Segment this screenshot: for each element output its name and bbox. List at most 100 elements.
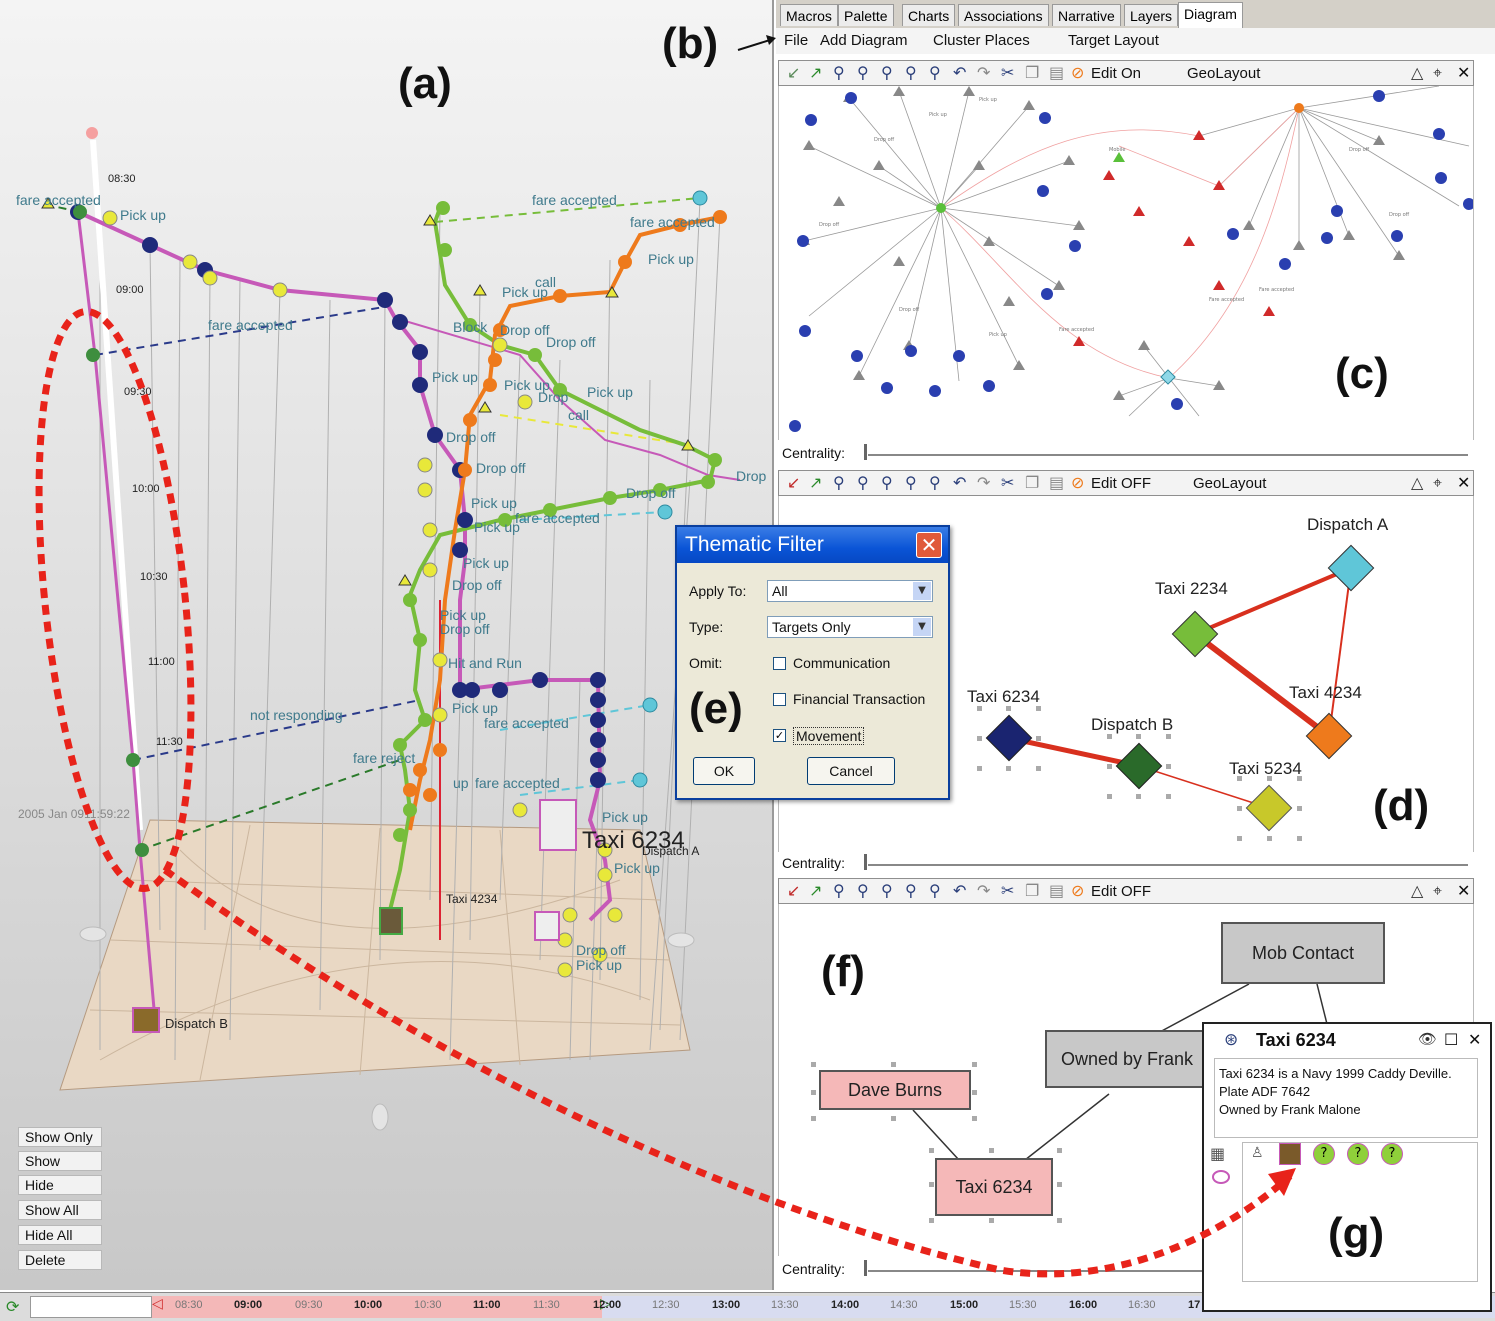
shrink-icon[interactable]: ↙ — [787, 881, 801, 900]
network-icon[interactable]: ⚲ — [929, 63, 941, 82]
centrality-knob[interactable] — [864, 444, 867, 460]
expand-icon[interactable]: ↗ — [809, 63, 823, 82]
close-icon[interactable]: ✕ — [1457, 881, 1471, 900]
warning-icon[interactable]: △ — [1411, 881, 1424, 900]
grid-icon[interactable]: ▦ — [1210, 1144, 1226, 1163]
financial-transaction-checkbox[interactable] — [773, 693, 786, 706]
network-icon[interactable]: ⚲ — [857, 881, 869, 900]
close-icon[interactable]: ✕ — [1457, 63, 1471, 82]
chevron-down-icon[interactable]: ▼ — [913, 582, 931, 600]
centrality-slider-c[interactable]: Centrality: — [778, 442, 1474, 464]
close-icon[interactable]: ✕ — [1468, 1030, 1482, 1049]
redo-icon[interactable]: ↷ — [977, 881, 991, 900]
warning-icon[interactable]: △ — [1411, 63, 1424, 82]
expand-icon[interactable]: ↗ — [809, 473, 823, 492]
node-taxi-4234[interactable] — [1305, 712, 1353, 760]
type-select[interactable]: Targets Only ▼ — [767, 616, 933, 638]
network-icon[interactable]: ⚲ — [929, 881, 941, 900]
copy-icon[interactable]: ❐ — [1025, 63, 1040, 82]
ok-button[interactable]: OK — [693, 757, 755, 785]
tab-layers[interactable]: Layers — [1124, 4, 1179, 26]
redo-icon[interactable]: ↷ — [977, 473, 991, 492]
network-icon[interactable]: ⚲ — [857, 63, 869, 82]
show-button[interactable]: Show — [18, 1151, 102, 1171]
photo-marker[interactable] — [539, 799, 577, 851]
layout-icon[interactable]: ⌖ — [1433, 881, 1443, 900]
network-icon[interactable]: ⚲ — [905, 473, 917, 492]
refresh-icon[interactable]: ⟳ — [6, 1297, 20, 1316]
rotate-handle[interactable] — [371, 1103, 389, 1131]
geolayout-button[interactable]: GeoLayout — [1187, 65, 1261, 82]
network-icon[interactable]: ⚲ — [905, 881, 917, 900]
tab-narrative[interactable]: Narrative — [1052, 4, 1121, 26]
shrink-icon[interactable]: ↙ — [787, 473, 801, 492]
rotate-handle[interactable] — [79, 926, 107, 942]
3d-scene[interactable]: 08:30 09:00 09:30 10:00 10:30 11:00 11:3… — [0, 0, 772, 1290]
node-taxi-5234[interactable] — [1245, 784, 1293, 832]
network-icon[interactable]: ⚲ — [929, 473, 941, 492]
dialog-close-button[interactable]: ✕ — [916, 532, 942, 558]
tab-palette[interactable]: Palette — [838, 4, 894, 26]
undo-icon[interactable]: ↶ — [953, 881, 967, 900]
node-taxi-6234[interactable]: Taxi 6234 — [935, 1158, 1053, 1216]
communication-checkbox-label[interactable]: Communication — [793, 655, 891, 671]
copy-icon[interactable]: ❐ — [1025, 473, 1040, 492]
centrality-knob[interactable] — [864, 1260, 867, 1276]
network-icon[interactable]: ⚲ — [881, 63, 893, 82]
delete-button[interactable]: Delete — [18, 1250, 102, 1270]
edit-toggle-label[interactable]: Edit On — [1091, 65, 1142, 82]
node-mob-contact[interactable]: Mob Contact — [1221, 922, 1385, 984]
photo-thumbnail[interactable] — [1279, 1143, 1301, 1165]
network-icon[interactable]: ⚲ — [833, 63, 845, 82]
movement-checkbox[interactable]: ✓ — [773, 729, 786, 742]
node-taxi-6234[interactable] — [985, 714, 1033, 762]
network-icon[interactable]: ⚲ — [857, 473, 869, 492]
timeline-search-field[interactable] — [30, 1296, 152, 1318]
chevron-down-icon[interactable]: ▼ — [913, 618, 931, 636]
close-icon[interactable]: ✕ — [1457, 473, 1471, 492]
redo-icon[interactable]: ↷ — [977, 63, 991, 82]
paste-icon[interactable]: ▤ — [1049, 473, 1065, 492]
menu-file[interactable]: File — [784, 32, 809, 49]
node-taxi-2234[interactable] — [1171, 610, 1219, 658]
tab-macros[interactable]: Macros — [780, 4, 838, 26]
photo-marker[interactable] — [534, 911, 560, 941]
communication-checkbox[interactable] — [773, 657, 786, 670]
menu-add-diagram[interactable]: Add Diagram — [820, 32, 908, 49]
apply-to-select[interactable]: All ▼ — [767, 580, 933, 602]
network-icon[interactable]: ⚲ — [833, 473, 845, 492]
cancel-button[interactable]: Cancel — [807, 757, 895, 785]
3d-timeline-view[interactable]: 08:30 09:00 09:30 10:00 10:30 11:00 11:3… — [0, 0, 774, 1290]
show-all-button[interactable]: Show All — [18, 1200, 102, 1220]
layout-icon[interactable]: ⌖ — [1433, 473, 1443, 492]
menu-target-layout[interactable]: Target Layout — [1068, 32, 1159, 49]
range-start-handle[interactable]: ◁ — [152, 1296, 163, 1312]
tab-diagram[interactable]: Diagram — [1178, 2, 1243, 28]
centrality-track[interactable] — [868, 864, 1468, 866]
undo-icon[interactable]: ↶ — [953, 63, 967, 82]
tab-charts[interactable]: Charts — [902, 4, 956, 26]
network-icon[interactable]: ⚲ — [905, 63, 917, 82]
edit-toggle-icon[interactable]: ⊘ — [1071, 473, 1085, 492]
tab-associations[interactable]: Associations — [958, 4, 1049, 26]
ellipse-icon[interactable] — [1212, 1170, 1230, 1184]
scissors-icon[interactable]: ✂ — [1001, 473, 1015, 492]
unknown-item-icon[interactable]: ? — [1313, 1143, 1335, 1165]
edit-toggle-icon[interactable]: ⊘ — [1071, 881, 1085, 900]
financial-transaction-checkbox-label[interactable]: Financial Transaction — [793, 691, 926, 707]
undo-icon[interactable]: ↶ — [953, 473, 967, 492]
unknown-item-icon[interactable]: ? — [1347, 1143, 1369, 1165]
centrality-track[interactable] — [868, 454, 1468, 456]
menu-cluster-places[interactable]: Cluster Places — [933, 32, 1030, 49]
shrink-icon[interactable]: ↙ — [787, 63, 801, 82]
warning-icon[interactable]: △ — [1411, 473, 1424, 492]
dispatch-b-marker[interactable] — [132, 1007, 160, 1033]
node-dave-burns[interactable]: Dave Burns — [819, 1070, 971, 1110]
network-icon[interactable]: ⚲ — [881, 473, 893, 492]
node-dispatch-b[interactable] — [1115, 742, 1163, 790]
network-icon[interactable]: ⚲ — [881, 881, 893, 900]
expand-icon[interactable]: ↗ — [809, 881, 823, 900]
timeline-selected-range[interactable] — [152, 1296, 602, 1318]
hide-button[interactable]: Hide — [18, 1175, 102, 1195]
